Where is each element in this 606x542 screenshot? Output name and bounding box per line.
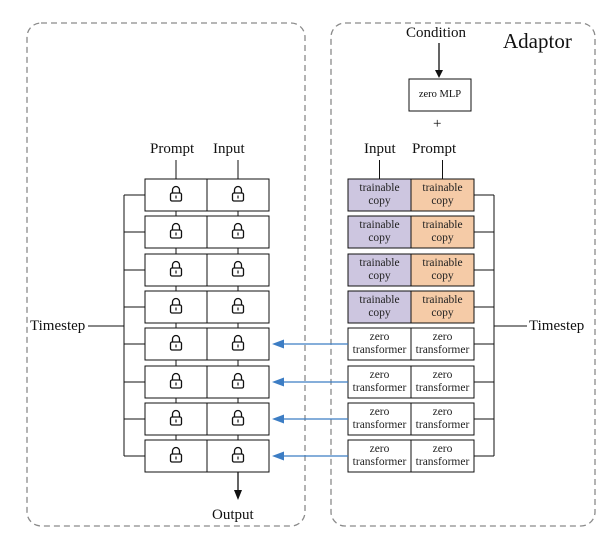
left-panel [26, 22, 306, 527]
output-label: Output [212, 507, 254, 523]
trainable-copy-input-block [347, 253, 412, 287]
trainable-copy-prompt-block [410, 253, 475, 287]
zero-transformer-prompt-text: zero transformer [415, 331, 470, 356]
right-panel [330, 22, 596, 527]
lock-icon [169, 409, 183, 426]
lock-icon [231, 409, 245, 426]
connection-arrowhead [272, 414, 284, 424]
lock-icon [169, 222, 183, 239]
lock-icon [169, 334, 183, 351]
lock-icon [231, 185, 245, 202]
trainable-copy-prompt-block [410, 215, 475, 249]
lock-icon [231, 222, 245, 239]
zero-transformer-prompt-block [410, 365, 475, 399]
trainable-copy-prompt-block [410, 290, 475, 324]
zero-transformer-input-text: zero transformer [352, 443, 407, 468]
lock-icon [231, 260, 245, 277]
lock-icon [231, 446, 245, 463]
plus-sign: + [433, 116, 442, 132]
zero-transformer-input-block [347, 327, 412, 361]
zero-transformer-input-text: zero transformer [352, 369, 407, 394]
zero-transformer-prompt-block [410, 439, 475, 473]
left-prompt-label: Prompt [150, 141, 195, 157]
trainable-copy-input-text: trainable copy [359, 257, 400, 282]
trainable-copy-input-text: trainable copy [359, 219, 400, 244]
lock-icon [169, 446, 183, 463]
connection-arrowhead [272, 377, 284, 387]
lock-icon [169, 185, 183, 202]
trainable-copy-input-block [347, 178, 412, 212]
trainable-copy-prompt-text: trainable copy [422, 219, 463, 244]
zero-transformer-prompt-text: zero transformer [415, 369, 470, 394]
lock-icon [231, 372, 245, 389]
lock-icon [169, 297, 183, 314]
lock-icon [231, 334, 245, 351]
trainable-copy-input-block [347, 290, 412, 324]
zero-transformer-input-text: zero transformer [352, 331, 407, 356]
output-arrowhead [234, 490, 242, 500]
zero-transformer-input-block [347, 402, 412, 436]
trainable-copy-prompt-text: trainable copy [422, 182, 463, 207]
connection-arrowhead [272, 339, 284, 349]
trainable-copy-prompt-text: trainable copy [422, 257, 463, 282]
right-timestep-label: Timestep [529, 318, 585, 334]
zero-mlp-box [408, 78, 472, 112]
left-input-label: Input [213, 141, 245, 157]
right-prompt-label: Prompt [412, 141, 457, 157]
zero-transformer-input-text: zero transformer [352, 406, 407, 431]
zero-transformer-prompt-text: zero transformer [415, 406, 470, 431]
condition-label: Condition [406, 25, 467, 41]
zero-mlp-label: zero MLP [418, 89, 462, 100]
trainable-copy-input-block [347, 215, 412, 249]
trainable-copy-input-text: trainable copy [359, 294, 400, 319]
trainable-copy-input-text: trainable copy [359, 182, 400, 207]
zero-transformer-prompt-block [410, 402, 475, 436]
left-timestep-label: Timestep [30, 318, 86, 334]
lock-icon [231, 297, 245, 314]
connection-arrowhead [272, 451, 284, 461]
condition-arrowhead [435, 70, 443, 78]
trainable-copy-prompt-text: trainable copy [422, 294, 463, 319]
lock-icon [169, 372, 183, 389]
adaptor-title: Adaptor [503, 29, 572, 53]
zero-transformer-prompt-text: zero transformer [415, 443, 470, 468]
lock-icon [169, 260, 183, 277]
right-input-label: Input [364, 141, 396, 157]
